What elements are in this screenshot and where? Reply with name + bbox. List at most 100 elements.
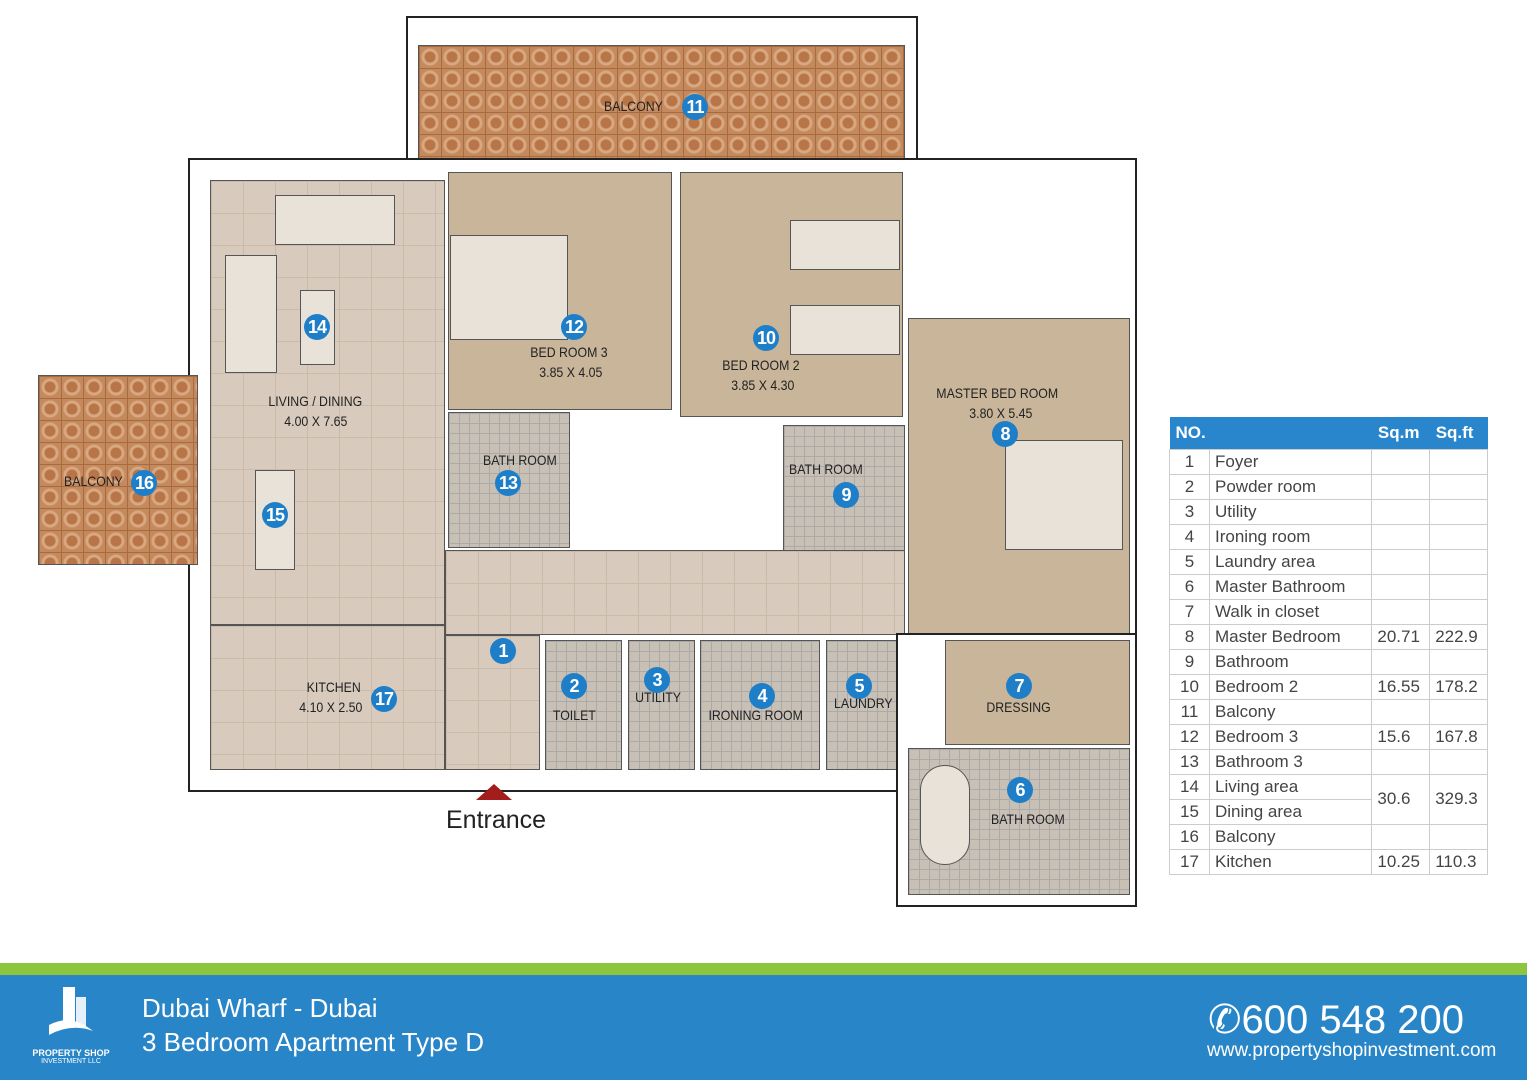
sqm-value (1371, 498, 1431, 525)
row-number: 16 (1169, 823, 1210, 850)
row-number: 3 (1169, 498, 1210, 525)
sqm-value: 20.71 (1371, 623, 1431, 650)
row-number: 14 (1169, 773, 1210, 800)
row-number: 4 (1169, 523, 1210, 550)
room-name: Foyer (1208, 448, 1373, 475)
sqm-value: 30.6 (1371, 773, 1431, 825)
room-marker: 17 (371, 686, 397, 712)
room-name: Balcony (1208, 823, 1373, 850)
room-name: Ironing room (1208, 523, 1373, 550)
balcony-16 (38, 375, 198, 565)
room-label: BALCONY (64, 473, 123, 489)
room-marker: 6 (1007, 777, 1033, 803)
room-name: Laundry area (1208, 548, 1373, 575)
room-dims: 3.85 X 4.30 (731, 377, 795, 393)
sqm-value (1371, 548, 1431, 575)
bed (1005, 440, 1123, 550)
room-dims: 3.80 X 5.45 (969, 405, 1033, 421)
room-label: BATH ROOM (991, 811, 1065, 827)
sqm-value (1371, 573, 1431, 600)
company-logo: PROPERTY SHOP INVESTMENT LLC (28, 983, 114, 1065)
balcony-11 (418, 45, 905, 160)
sqft-value (1429, 573, 1488, 600)
col-header-sqm: Sq.m (1371, 417, 1430, 449)
row-number: 8 (1169, 623, 1210, 650)
room-dims: 4.00 X 7.65 (284, 413, 348, 429)
room-name: Utility (1208, 498, 1373, 525)
room-label: TOILET (552, 707, 596, 723)
room-label: LAUNDRY (833, 695, 893, 711)
utility (628, 640, 695, 770)
room-label: BALCONY (604, 98, 663, 114)
building-logo-icon (49, 987, 93, 1035)
room-marker: 3 (644, 667, 670, 693)
phone-number[interactable]: ✆600 548 200 (1208, 997, 1464, 1043)
sqft-value (1429, 823, 1488, 850)
bed (790, 305, 900, 355)
sqft-value: 167.8 (1429, 723, 1488, 750)
living-dining-room (210, 180, 445, 625)
row-number: 6 (1169, 573, 1210, 600)
website-link[interactable]: www.propertyshopinvestment.com (1207, 1040, 1497, 1061)
room-label: BED ROOM 2 (722, 357, 800, 373)
room-marker: 9 (833, 482, 859, 508)
sqm-value (1371, 448, 1431, 475)
row-number: 11 (1169, 698, 1210, 725)
row-number: 10 (1169, 673, 1210, 700)
laundry (826, 640, 903, 770)
room-name: Bedroom 3 (1208, 723, 1373, 750)
sqft-value (1429, 748, 1488, 775)
sqft-value (1429, 523, 1488, 550)
footer-accent-bar (0, 963, 1527, 975)
room-name: Bedroom 2 (1208, 673, 1373, 700)
room-marker: 10 (753, 325, 779, 351)
sqm-value (1371, 598, 1431, 625)
row-number: 1 (1169, 448, 1210, 475)
phone-text: 600 548 200 (1241, 998, 1464, 1042)
room-dims: 3.85 X 4.05 (539, 364, 603, 380)
sqft-value (1429, 473, 1488, 500)
foyer (445, 550, 905, 635)
sqft-value: 329.3 (1429, 773, 1488, 825)
ironing-room (700, 640, 820, 770)
row-number: 17 (1169, 848, 1210, 875)
row-number: 7 (1169, 598, 1210, 625)
room-name: Walk in closet (1208, 598, 1373, 625)
entrance-arrow-icon (476, 784, 512, 800)
room-name: Dining area (1208, 798, 1373, 825)
room-label: MASTER BED ROOM (936, 385, 1059, 401)
room-label: UTILITY (635, 689, 681, 705)
sqft-value (1429, 598, 1488, 625)
room-name: Bathroom (1208, 648, 1373, 675)
sqft-value (1429, 648, 1488, 675)
footer-banner: PROPERTY SHOP INVESTMENT LLC Dubai Wharf… (0, 975, 1527, 1080)
room-name: Master Bathroom (1208, 573, 1373, 600)
room-marker: 8 (992, 421, 1018, 447)
room-label: DRESSING (986, 699, 1051, 715)
sqm-value (1371, 698, 1431, 725)
room-marker: 4 (749, 683, 775, 709)
sqft-value: 110.3 (1429, 848, 1488, 875)
phone-icon: ✆ (1208, 998, 1242, 1042)
sqft-value (1429, 498, 1488, 525)
sofa (225, 255, 277, 373)
sqm-value (1371, 648, 1431, 675)
sqft-value: 222.9 (1429, 623, 1488, 650)
sqm-value: 16.55 (1371, 673, 1431, 700)
dressing (945, 640, 1130, 745)
row-number: 5 (1169, 548, 1210, 575)
row-number: 12 (1169, 723, 1210, 750)
bed (790, 220, 900, 270)
room-marker: 14 (304, 314, 330, 340)
row-number: 13 (1169, 748, 1210, 775)
footer: PROPERTY SHOP INVESTMENT LLC Dubai Wharf… (0, 963, 1527, 1080)
bathtub (920, 765, 970, 865)
entrance-label: Entrance (446, 806, 547, 834)
